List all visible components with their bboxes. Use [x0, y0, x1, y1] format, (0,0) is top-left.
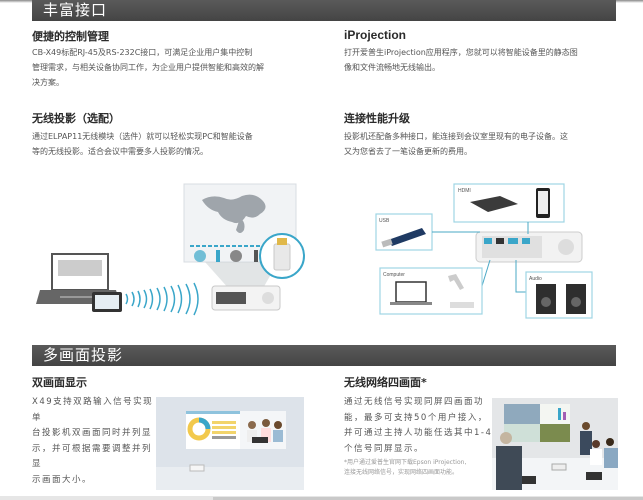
heading-wireless-quad-screen: 无线网络四画面*: [344, 376, 427, 389]
usb-device-box: USB: [375, 213, 433, 251]
note-line: 连接无线网络信号，实现网络四画面功能。: [344, 469, 459, 476]
heading-dual-screen: 双画面显示: [32, 376, 87, 389]
heading-connectivity: 连接性能升级: [344, 112, 410, 125]
tablet-icon: [92, 292, 122, 312]
hdmi-devices-box: HDMI: [453, 183, 565, 223]
text-line: 示，并可根据需要调整并列显: [32, 443, 153, 470]
heading-iprojection: iProjection: [344, 28, 407, 42]
note-line: *用户通过爱普生官网下载Epson iProjection,: [344, 459, 467, 466]
text-line: 像和文件流畅地无线输出。: [344, 63, 440, 72]
text-line: X49支持双路输入信号实现单: [32, 397, 154, 423]
text-iprojection: 打开爱普生iProjection应用程序，您就可以将智能设备里的静态图 像和文件…: [344, 45, 629, 75]
text-line: 决方案。: [32, 78, 64, 87]
wireless-signal-icon: [125, 282, 199, 316]
heading-control-management: 便捷的控制管理: [32, 30, 109, 43]
section-title-bar-interfaces: 丰富接口: [32, 0, 616, 21]
text-line: 并可通过主持人功能任选其中1-4: [344, 428, 493, 438]
connectivity-illustration: HDMI USB: [375, 183, 593, 319]
text-line: 等的无线投影。适合会议中需要多人投影的情况。: [32, 147, 208, 156]
projection-beam: [205, 262, 278, 290]
text-line: 能，最多可支持50个用户接入，: [344, 412, 488, 423]
section-title: 多画面投影: [43, 346, 124, 364]
text-line: 投影机还配备多种接口，能连接到会议室里现有的电子设备。这: [344, 132, 568, 141]
dual-screen-photo: [156, 397, 304, 490]
quad-screen-meeting-photo: [492, 398, 618, 490]
section-title: 丰富接口: [43, 1, 108, 19]
section-title-bar-multi-screen: 多画面投影: [32, 345, 616, 366]
audio-devices-box: Audio: [525, 271, 593, 319]
label-computer: Computer: [383, 272, 405, 278]
text-line: 又为您省去了一笔设备更新的费用。: [344, 147, 472, 156]
heading-wireless-projection: 无线投影（选配）: [32, 112, 120, 125]
projector-rear-icon: [475, 231, 583, 263]
text-line: CB-X49标配RJ-45及RS-232C接口，可满足企业用户集中控制: [32, 48, 253, 57]
projector-icon: [211, 285, 281, 311]
text-connectivity: 投影机还配备多种接口，能连接到会议室里现有的电子设备。这 又为您省去了一笔设备更…: [344, 129, 629, 159]
connection-lines: [432, 222, 529, 293]
wireless-module-icon: [259, 233, 305, 279]
text-line: 示画面大小。: [32, 474, 93, 485]
page-bottom-edge-shadow: [213, 497, 643, 500]
text-line: 个信号同屏显示。: [344, 443, 425, 454]
text-dual-screen: X49支持双路输入信号实现单 台投影机双画面同时并列显 示，并可根据需要调整并列…: [32, 395, 157, 488]
label-audio: Audio: [529, 276, 542, 282]
text-line: 通过无线信号实现同屏四画面功: [344, 397, 485, 407]
text-line: 打开爱普生iProjection应用程序，您就可以将智能设备里的静态图: [344, 48, 578, 57]
text-control-management: CB-X49标配RJ-45及RS-232C接口，可满足企业用户集中控制 管理需求…: [32, 45, 312, 90]
label-usb: USB: [379, 218, 390, 224]
text-wireless-projection: 通过ELPAP11无线模块（选件）就可以轻松实现PC和智能设备 等的无线投影。适…: [32, 129, 312, 159]
footnote-iprojection: *用户通过爱普生官网下载Epson iProjection, 连接无线网络信号，…: [344, 458, 494, 478]
text-line: 管理需求，与相关设备协同工作，为企业用户提供智能和高效的解: [32, 63, 264, 72]
label-hdmi: HDMI: [458, 188, 471, 194]
text-line: 通过ELPAP11无线模块（选件）就可以轻松实现PC和智能设备: [32, 132, 253, 141]
text-line: 台投影机双画面同时并列显: [32, 428, 153, 438]
wireless-projection-illustration: [36, 183, 305, 316]
computer-devices-box: Computer: [379, 267, 483, 315]
text-wireless-quad-screen: 通过无线信号实现同屏四画面功 能，最多可支持50个用户接入， 并可通过主持人功能…: [344, 395, 494, 457]
